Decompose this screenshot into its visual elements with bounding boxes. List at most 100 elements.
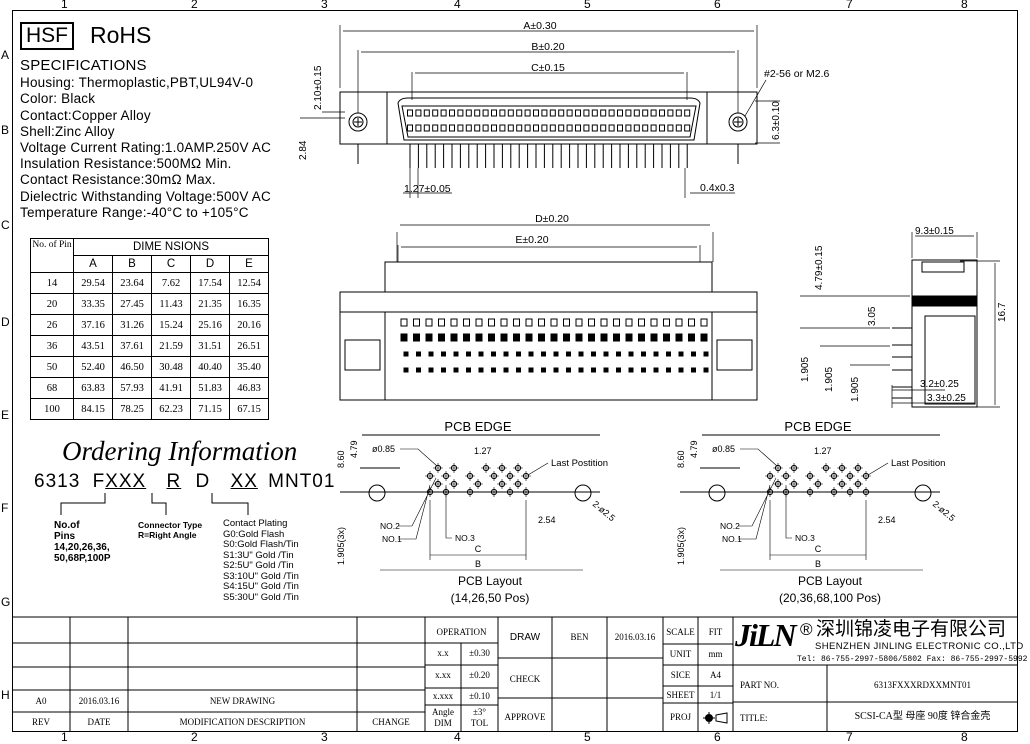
pcb-b: B <box>475 559 481 569</box>
pcb-d1: 8.60 <box>676 450 686 468</box>
contact-slot <box>407 124 413 132</box>
contact-cavity <box>650 318 658 327</box>
drawing-line <box>821 463 831 473</box>
drawing-line <box>505 471 515 481</box>
contact-slot <box>600 109 607 117</box>
contact-slot <box>583 124 590 132</box>
contact-pin <box>603 351 609 357</box>
drawing-line <box>765 471 775 481</box>
part-no-label: PART NO. <box>740 680 779 690</box>
ordering-line: S2:5U" Gold /Tin <box>223 560 294 571</box>
contact-pin <box>578 351 584 357</box>
pcb-edge: PCB EDGE <box>784 419 852 434</box>
drawing-line <box>433 479 443 489</box>
contact-pin <box>603 367 609 373</box>
drawing-line <box>715 712 728 724</box>
contact-slot <box>684 109 691 117</box>
contact-pin <box>428 367 434 373</box>
contact-slot <box>516 109 523 117</box>
dim-1905-a: 1.905 <box>800 357 811 382</box>
dim-3-3: 3.3±0.25 <box>927 393 966 404</box>
specifications-title: SPECIFICATIONS <box>20 57 147 74</box>
drawing-line <box>441 471 451 481</box>
size-label: SICE <box>670 670 691 680</box>
dim-h3: 6.3±0.10 <box>771 101 782 140</box>
drawing-line <box>924 315 976 405</box>
dim-hole: #2-56 or M2.6 <box>764 68 830 80</box>
zone-column-1: 1 <box>61 730 68 744</box>
code-plating: XX <box>230 471 258 492</box>
draw-name: BEN <box>570 632 589 642</box>
drawing-line <box>861 471 871 481</box>
contact-pin <box>566 351 571 357</box>
contact-slot <box>415 124 422 132</box>
contact-slot <box>465 124 472 132</box>
contact-pin <box>703 351 709 357</box>
contact-slot <box>650 124 657 132</box>
pcb-mount-hole <box>914 484 932 502</box>
drawing-line <box>407 109 691 168</box>
contact-pin <box>663 333 670 342</box>
contact-slot <box>533 109 539 117</box>
header-rev: REV <box>32 717 50 727</box>
tolerance-dim: Angle <box>432 707 454 717</box>
code-type: R <box>166 471 182 492</box>
unit-label: UNIT <box>669 649 692 659</box>
drawing-line <box>380 500 583 571</box>
pcb-no2: NO.2 <box>720 521 740 531</box>
contact-pin <box>566 367 571 373</box>
contact-pin <box>691 351 696 357</box>
drawing-line <box>513 463 523 473</box>
contact-slot <box>591 109 598 117</box>
pcb-no3: NO.3 <box>455 533 475 543</box>
dim-16-7: 16.7 <box>997 302 1008 322</box>
contact-pin <box>588 333 595 342</box>
contact-slot <box>507 109 514 117</box>
contact-pin <box>553 367 559 373</box>
contact-pin <box>441 367 446 373</box>
drawing-line <box>339 25 758 113</box>
pcb-no1: NO.1 <box>722 534 742 544</box>
contact-slot <box>617 124 623 132</box>
dim-h1: 2.10±0.15 <box>313 65 324 110</box>
contact-pin <box>475 333 483 342</box>
zone-column-3: 3 <box>321 0 328 11</box>
contact-slot <box>633 109 640 117</box>
contact-slot <box>549 109 556 117</box>
contact-pin <box>678 367 684 373</box>
tolerance-value: ±0.10 <box>469 691 490 701</box>
draw-date: 2016.03.16 <box>614 632 656 642</box>
drawing-line <box>398 477 452 540</box>
contact-slot <box>558 124 565 132</box>
contact-pin <box>616 367 621 373</box>
contact-cavity <box>575 318 583 327</box>
drawing-line <box>401 105 697 138</box>
dimension-cell: 35.40 <box>229 356 269 378</box>
contact-slot <box>474 124 481 132</box>
contact-pin <box>428 351 434 357</box>
contact-slot <box>608 109 615 117</box>
spec-line: Shell:Zinc Alloy <box>20 123 115 139</box>
drawing-line <box>489 471 499 481</box>
drawing-line <box>837 479 847 489</box>
contact-pin <box>653 351 659 357</box>
ordering-line: S0:Gold Flash/Tin <box>223 539 299 550</box>
drawing-line <box>837 463 847 473</box>
contact-pin <box>500 333 508 342</box>
dim-d: D±0.20 <box>535 213 569 225</box>
contact-slot <box>675 124 682 132</box>
part-no-value: 6313FXXXRDXXMNT01 <box>873 680 971 690</box>
contact-pin <box>478 367 484 373</box>
contact-slot <box>507 124 514 132</box>
contact-slot <box>675 109 682 117</box>
contact-slot <box>457 109 464 117</box>
contact-slot <box>566 109 573 117</box>
pcb-pitch: 1.27 <box>814 446 832 456</box>
contact-pin <box>503 367 509 373</box>
zone-column-4: 4 <box>454 0 461 11</box>
drawing-line <box>449 479 459 489</box>
pcb-subtitle: (20,36,68,100 Pos) <box>779 591 881 605</box>
